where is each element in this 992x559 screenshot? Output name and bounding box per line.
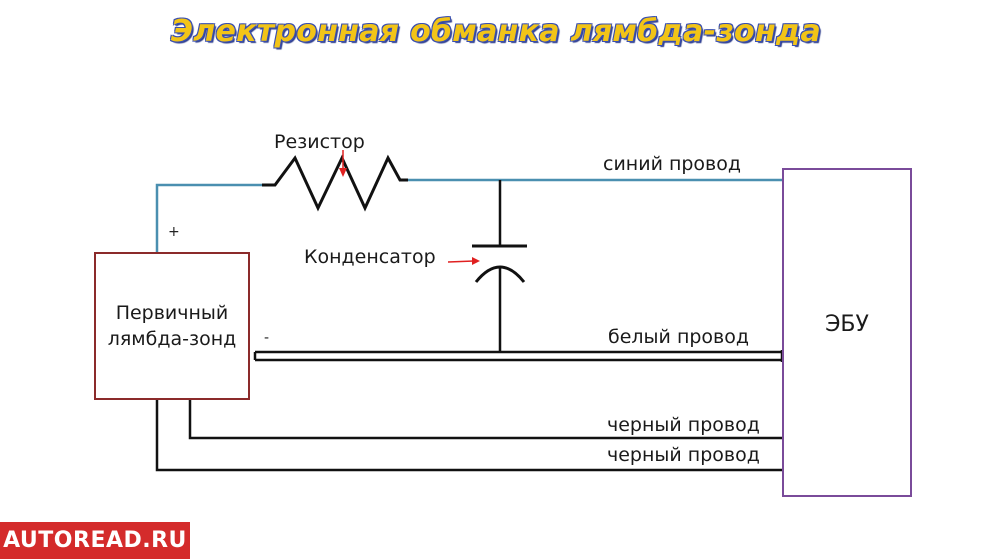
resistor-label: Резистор (274, 131, 365, 153)
white-wire-label: белый провод (608, 326, 750, 348)
sensor-label-line2: лямбда-зонд (107, 328, 237, 350)
capacitor-label: Конденсатор (304, 246, 436, 268)
blue-wire-label: синий провод (603, 153, 742, 175)
resistor-arrow (339, 150, 347, 177)
minus-sign: - (264, 330, 270, 346)
watermark-badge: AUTOREAD.RU (0, 522, 190, 559)
black-wire-2 (155, 400, 782, 472)
black-wire-1-label: черный провод (607, 414, 760, 436)
plus-sign: + (168, 224, 180, 240)
diagram-title: Электронная обманка лямбда-зонда (170, 14, 822, 49)
black-wire-2-label: черный провод (607, 444, 760, 466)
black-wire-1 (188, 400, 782, 440)
lambda-sensor-box: Первичный лямбда-зонд (94, 252, 250, 400)
sensor-label-line1: Первичный (115, 302, 229, 324)
capacitor-arrow (447, 257, 480, 265)
resistor-symbol (262, 154, 408, 212)
ecu-label: ЭБУ (825, 312, 869, 337)
blue-wire-left (155, 183, 262, 252)
ecu-box: ЭБУ (782, 168, 912, 497)
